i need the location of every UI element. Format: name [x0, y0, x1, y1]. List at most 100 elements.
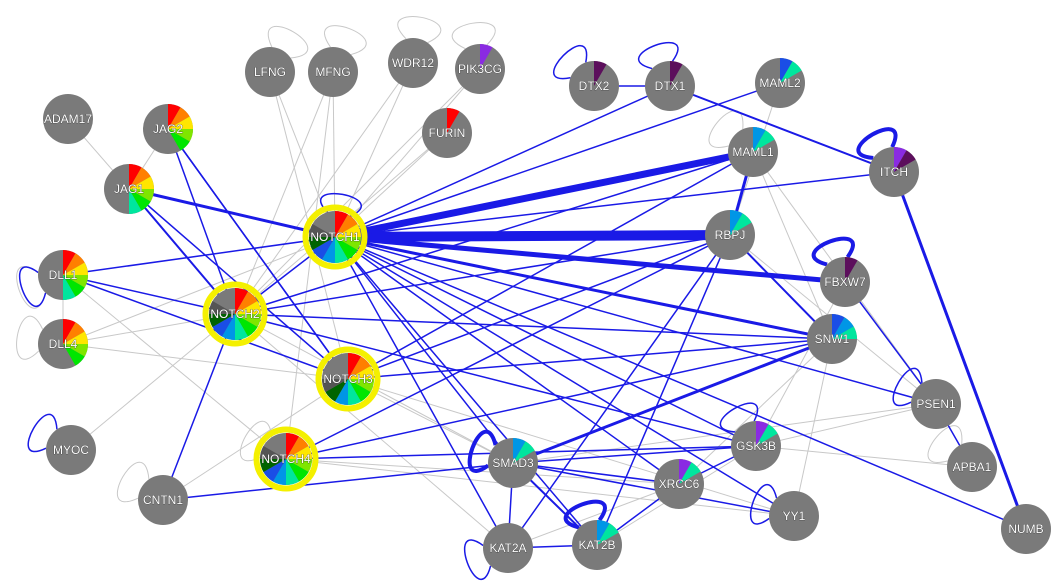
node-wedge-notch3-6 [335, 379, 348, 405]
node-label-jag2: JAG2 [153, 122, 183, 136]
node-dll1[interactable]: DLL1 [38, 250, 88, 300]
node-jag2[interactable]: JAG2 [143, 104, 193, 154]
interaction-edge-notch1-dll1 [62, 236, 336, 276]
node-gsk3b[interactable]: GSK3B [731, 421, 781, 471]
interaction-edge-notch1-maml2 [334, 82, 781, 238]
node-maml1[interactable]: MAML1 [728, 127, 778, 177]
association-self-loop-lfng [267, 26, 309, 59]
node-itch[interactable]: ITCH [869, 147, 919, 197]
node-label-notch4: NOTCH4 [261, 452, 311, 466]
node-fbxw7[interactable]: FBXW7 [820, 257, 870, 307]
node-wedge-notch3-1 [348, 356, 371, 379]
node-wedge-dll1-0 [63, 250, 76, 275]
node-wedge-jag2-1 [168, 107, 190, 129]
node-rbpj[interactable]: RBPJ [705, 210, 755, 260]
node-numb[interactable]: NUMB [1001, 504, 1051, 554]
node-psen1[interactable]: PSEN1 [911, 379, 961, 429]
node-label-itch: ITCH [880, 165, 908, 179]
node-label-cntn1: CNTN1 [143, 493, 183, 507]
node-snw1[interactable]: SNW1 [807, 314, 857, 364]
node-wedge-xrcc6-1 [679, 462, 701, 484]
association-edge-dll4-notch3 [62, 343, 349, 380]
query-ring-notch2 [202, 281, 268, 347]
node-label-wdr12: WDR12 [392, 56, 434, 70]
node-circle-kat2a [483, 523, 533, 573]
node-kat2b[interactable]: KAT2B [572, 520, 622, 570]
node-wedge-dtx2-0 [594, 61, 607, 86]
node-kat2a[interactable]: KAT2A [483, 523, 533, 573]
node-wedge-smad3-1 [513, 441, 535, 463]
node-label-xrcc6: XRCC6 [659, 477, 700, 491]
node-pik3cg[interactable]: PIK3CG [455, 44, 505, 94]
node-maml2[interactable]: MAML2 [755, 58, 805, 108]
node-wedge-dll1-4 [63, 275, 85, 297]
node-wedge-dll1-2 [63, 262, 88, 275]
interaction-edge-notch4-snw1 [285, 338, 833, 460]
interaction-edge-notch2-cntn1 [162, 313, 236, 501]
node-smad3[interactable]: SMAD3 [488, 438, 538, 488]
node-label-psen1: PSEN1 [916, 397, 956, 411]
node-lfng[interactable]: LFNG [245, 47, 295, 97]
association-edge-apba1-gsk3b [755, 445, 973, 468]
node-wedge-notch4-1 [286, 436, 309, 459]
node-notch2[interactable]: NOTCH2 [202, 281, 268, 347]
node-notch4[interactable]: NOTCH4 [253, 426, 319, 492]
node-apba1[interactable]: APBA1 [947, 442, 997, 492]
node-circle-lfng [245, 47, 295, 97]
node-label-apba1: APBA1 [953, 460, 992, 474]
node-wedge-notch4-9 [260, 446, 286, 459]
interaction-edge-notch2-maml1 [234, 151, 754, 315]
interaction-edge-itch-numb [892, 170, 1028, 531]
node-wedge-notch4-2 [286, 446, 312, 459]
node-wedge-jag1-3 [129, 189, 154, 202]
node-wedge-notch1-7 [312, 237, 335, 260]
node-notch1[interactable]: NOTCH1 [302, 204, 368, 270]
node-myoc[interactable]: MYOC [46, 425, 96, 475]
node-wedge-jag2-0 [168, 104, 181, 129]
interaction-self-loop-myoc [27, 413, 58, 453]
node-label-dll1: DLL1 [49, 268, 78, 282]
node-dtx1[interactable]: DTX1 [645, 61, 695, 111]
node-label-dll4: DLL4 [49, 337, 78, 351]
node-wedge-notch1-4 [335, 237, 358, 260]
node-furin[interactable]: FURIN [422, 108, 472, 158]
node-label-rbpj: RBPJ [715, 228, 746, 242]
node-dtx2[interactable]: DTX2 [569, 61, 619, 111]
interaction-edge-snw1-smad3 [511, 337, 834, 465]
node-mfng[interactable]: MFNG [308, 47, 358, 97]
node-wedge-snw1-1 [832, 317, 854, 339]
node-wedge-dll1-1 [63, 253, 85, 275]
node-circle-psen1 [911, 379, 961, 429]
interaction-edge-notch1-numb [334, 236, 1027, 530]
node-xrcc6[interactable]: XRCC6 [654, 459, 704, 509]
node-label-fbxw7: FBXW7 [824, 275, 866, 289]
node-wedge-jag2-3 [168, 129, 193, 142]
node-wdr12[interactable]: WDR12 [388, 38, 438, 88]
node-yy1[interactable]: YY1 [769, 491, 819, 541]
association-edge-myoc-notch2 [70, 313, 236, 451]
query-ring-notch1 [302, 204, 368, 270]
node-wedge-notch3-4 [348, 379, 371, 402]
interaction-edge-notch3-rbpj [347, 234, 731, 380]
node-wedge-xrcc6-0 [679, 459, 692, 484]
node-wedge-notch2-3 [235, 314, 261, 327]
node-label-jag1: JAG1 [114, 182, 144, 196]
node-wedge-notch2-6 [222, 314, 235, 340]
node-wedge-furin-0 [447, 108, 460, 133]
node-dll4[interactable]: DLL4 [38, 319, 88, 369]
node-wedge-notch1-3 [335, 237, 361, 250]
node-jag1[interactable]: JAG1 [104, 164, 154, 214]
node-notch3[interactable]: NOTCH3 [315, 346, 381, 412]
node-cntn1[interactable]: CNTN1 [138, 475, 188, 525]
association-edge-wdr12-notch2 [234, 62, 414, 315]
node-wedge-gsk3b-1 [756, 424, 778, 446]
node-label-snw1: SNW1 [815, 332, 850, 346]
node-wedge-jag1-4 [129, 189, 151, 211]
association-self-loop-wdr12 [397, 16, 442, 44]
node-wedge-jag1-2 [129, 176, 154, 189]
node-circle-mfng [308, 47, 358, 97]
interaction-self-loop-gsk3b [719, 402, 759, 433]
node-label-furin: FURIN [429, 126, 466, 140]
node-adam17[interactable]: ADAM17 [43, 94, 93, 144]
